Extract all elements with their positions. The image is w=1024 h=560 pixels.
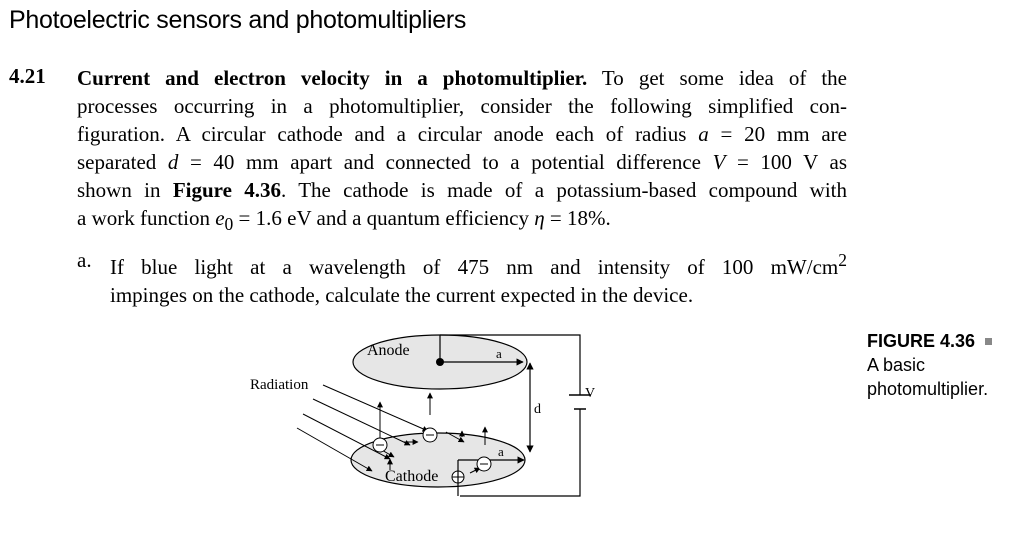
problem-line-2: processes occurring in a photomultiplier… xyxy=(77,94,847,118)
photomultiplier-diagram: V Anode a d Cathode a Radiation xyxy=(250,334,595,497)
part-a-label: a. xyxy=(77,248,92,272)
problem-line-3: figuration. A circular cathode and a cir… xyxy=(77,120,847,148)
anode-radius-label: a xyxy=(496,346,502,361)
circuit-wire-bottom xyxy=(460,409,581,497)
var-e: e xyxy=(215,206,225,230)
electron-icon xyxy=(422,427,438,443)
cathode-radius-label: a xyxy=(498,444,504,459)
line6-mid: = 1.6 eV and a quantum efficiency xyxy=(233,206,535,230)
cathode-disc xyxy=(350,432,526,488)
radiation-ray-4 xyxy=(296,427,373,472)
problem-line-1-rest: To get some idea of the xyxy=(587,66,847,90)
line3-post: = 20 mm are xyxy=(708,122,847,146)
figure-caption: FIGURE 4.36 A basic photomultiplier. xyxy=(867,329,993,401)
caption-square-icon xyxy=(985,337,993,345)
anode-label: Anode xyxy=(367,342,410,359)
line5-post: . The cathode is made of a potassium-bas… xyxy=(281,178,847,202)
voltage-label: V xyxy=(585,386,595,401)
electron-path-arrow xyxy=(445,431,465,443)
line6-pre: a work function xyxy=(77,206,216,230)
part-a: a. If blue light at a wavelength of 475 … xyxy=(77,246,847,309)
part-a-line-1: If blue light at a wavelength of 475 nm … xyxy=(110,246,847,281)
figure-caption-line-1: A basic xyxy=(867,355,926,375)
problem-number: 4.21 xyxy=(9,64,46,88)
var-d: d xyxy=(167,150,179,174)
figure-reference: Figure 4.36 xyxy=(172,178,282,202)
radiation-ray-2 xyxy=(312,398,411,446)
problem-line-6: a work function e0 = 1.6 eV and a quantu… xyxy=(77,204,847,238)
line4-post: = 100 V as xyxy=(725,150,847,174)
var-V: V xyxy=(712,150,726,174)
radiation-label: Radiation xyxy=(250,377,309,393)
part-a-superscript: 2 xyxy=(838,250,847,270)
var-a: a xyxy=(698,122,709,146)
distance-label: d xyxy=(534,402,541,417)
problem-text: Current and electron velocity in a photo… xyxy=(77,64,847,238)
circuit-wire-top xyxy=(503,334,581,395)
figure-caption-line-2: photomultiplier. xyxy=(867,379,989,399)
line4-mid: = 40 mm apart and connected to a potenti… xyxy=(178,150,713,174)
problem-line-4: separated d = 40 mm apart and connected … xyxy=(77,148,847,176)
radiation-ray-3 xyxy=(302,413,391,460)
section-title: Photoelectric sensors and photomultiplie… xyxy=(9,6,467,34)
problem-title: Current and electron velocity in a photo… xyxy=(77,66,588,90)
electron-icon xyxy=(372,437,388,453)
line4-pre: separated xyxy=(77,150,168,174)
var-eta: η xyxy=(534,206,545,230)
radiation-ray-1 xyxy=(322,384,429,432)
problem-line-5: shown in Figure 4.36. The cathode is mad… xyxy=(77,176,847,204)
figure-caption-label: FIGURE 4.36 xyxy=(867,331,976,351)
problem-line-1: Current and electron velocity in a photo… xyxy=(77,64,847,92)
part-a-line-1-text: If blue light at a wavelength of 475 nm … xyxy=(110,255,839,279)
line6-post: = 18%. xyxy=(544,206,611,230)
cathode-label: Cathode xyxy=(385,468,438,485)
part-a-line-2: impinges on the cathode, calculate the c… xyxy=(110,283,694,307)
line3-pre: figuration. A circular cathode and a cir… xyxy=(77,122,699,146)
line5-pre: shown in xyxy=(77,178,173,202)
var-e-subscript: 0 xyxy=(224,214,234,235)
electron-icon xyxy=(476,456,492,472)
